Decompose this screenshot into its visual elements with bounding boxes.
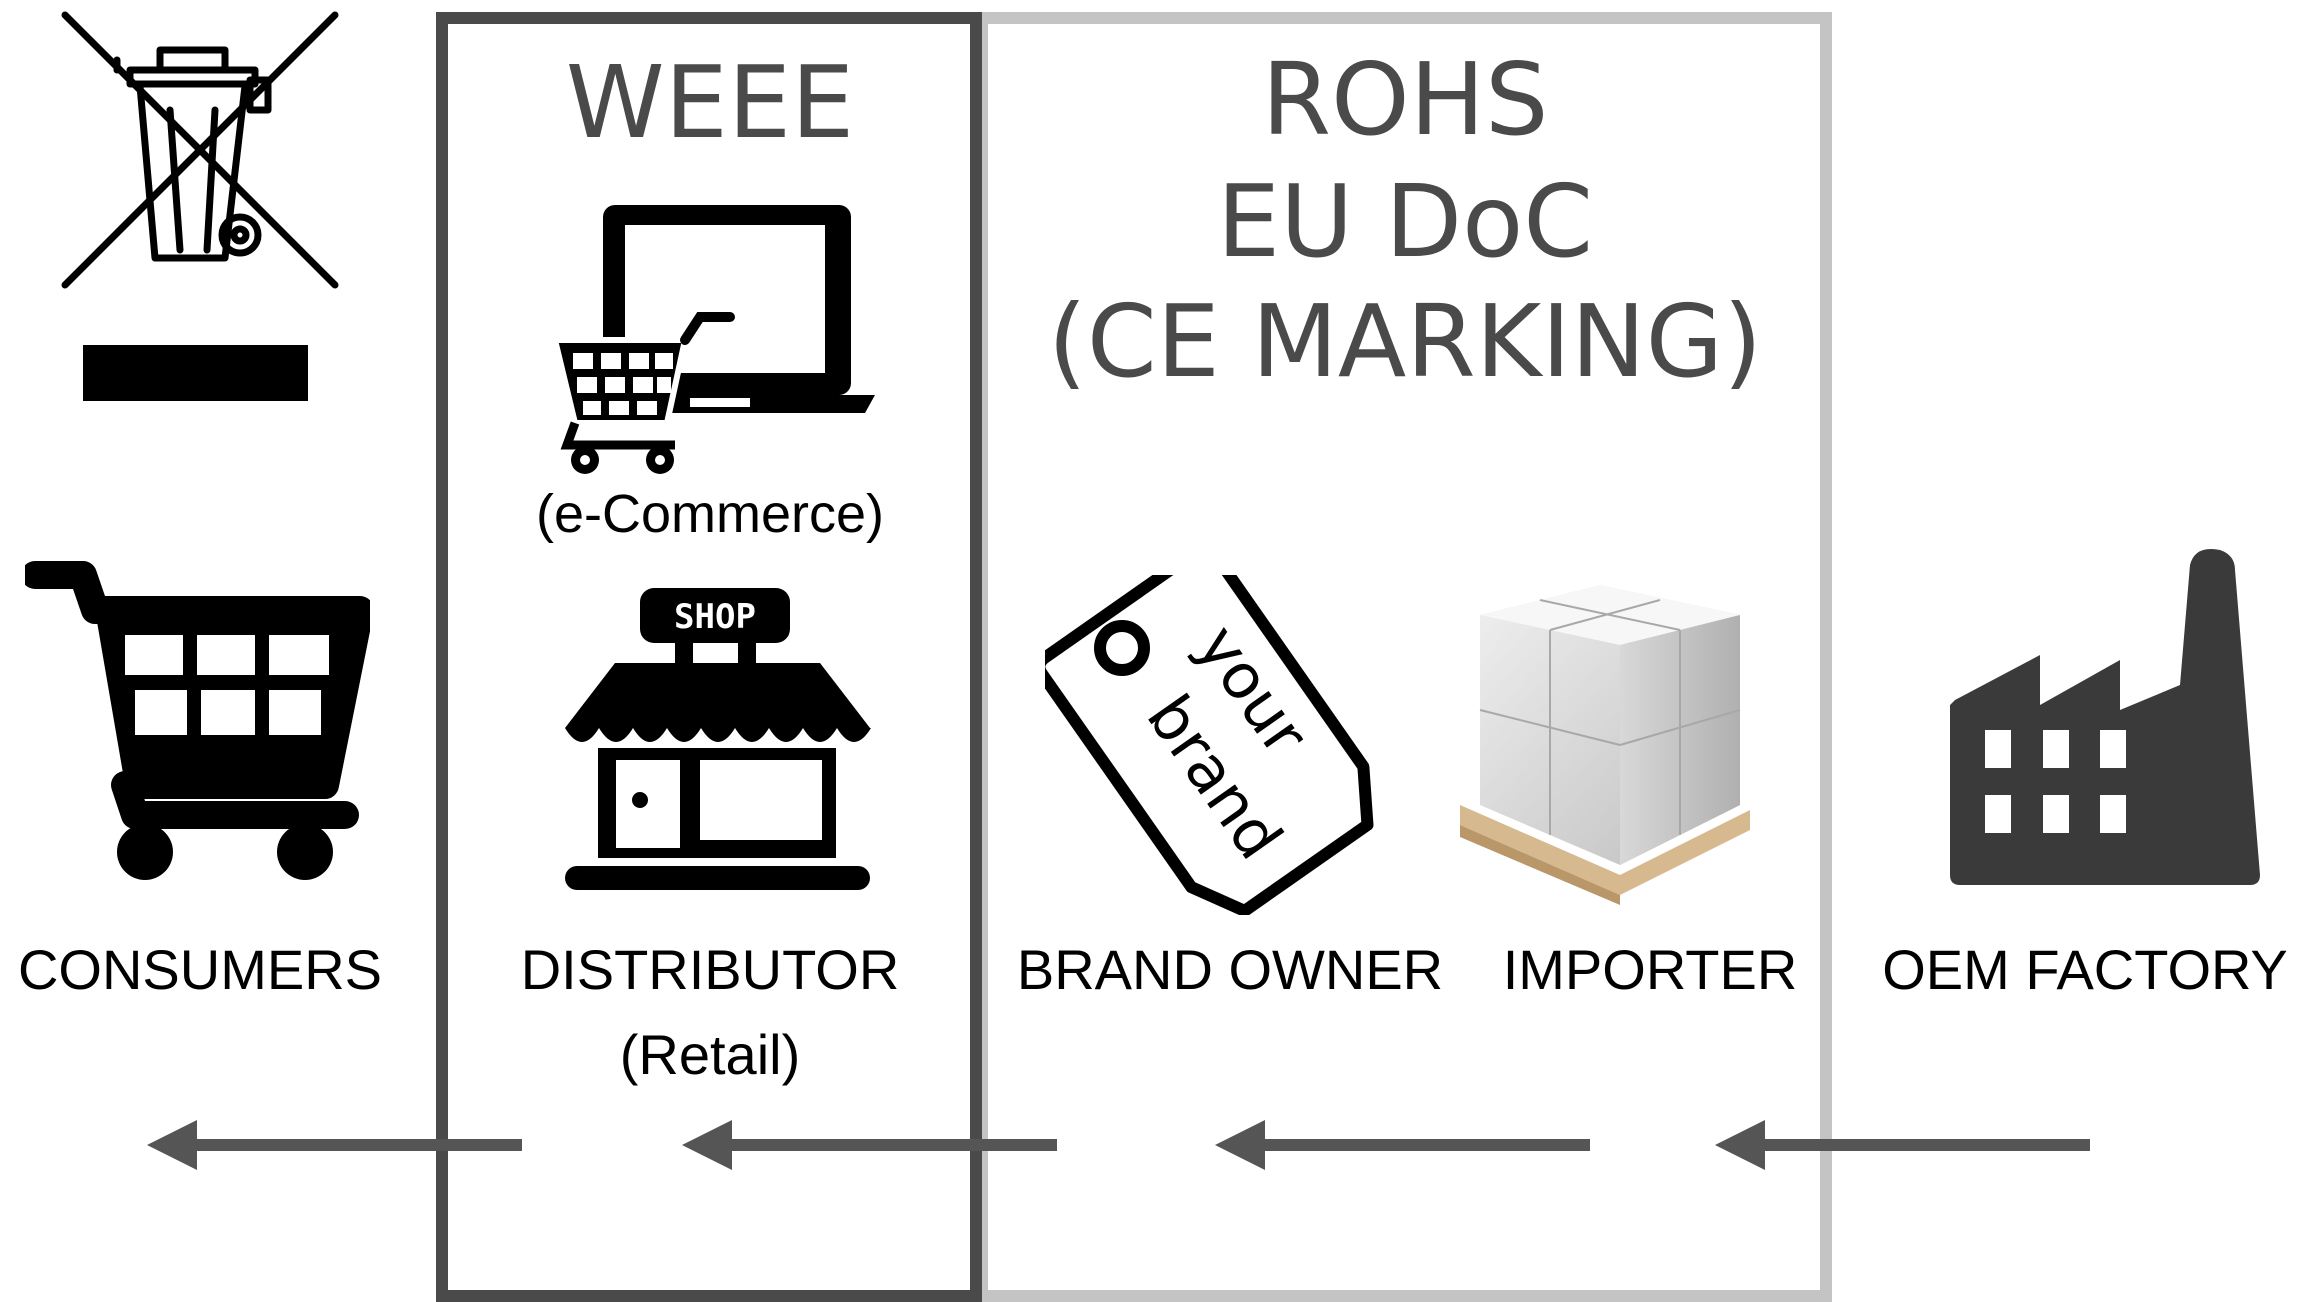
brand-tag-icon: your brand xyxy=(1045,575,1374,915)
arrow-brand-owner-to-distributor xyxy=(682,1120,1057,1170)
oem-factory-label: OEM FACTORY xyxy=(1882,938,2288,1001)
arrow-oem-to-importer xyxy=(1715,1120,2090,1170)
weee-heading: WEEE xyxy=(565,44,855,161)
weee-region-box xyxy=(436,12,982,1302)
distributor-label: DISTRIBUTOR xyxy=(520,938,900,1001)
laptop-cart-icon xyxy=(551,205,875,474)
shop-sign-text: SHOP xyxy=(674,597,756,637)
importer-label: IMPORTER xyxy=(1502,938,1798,1001)
ce-marking-heading: (CE MARKING) xyxy=(1047,283,1763,400)
shop-storefront-icon: SHOP xyxy=(565,588,871,890)
ecommerce-label: (e-Commerce) xyxy=(535,484,885,544)
eu-doc-heading: EU DoC xyxy=(1216,163,1594,280)
factory-icon xyxy=(1950,549,2260,885)
rohs-region-box xyxy=(976,12,1832,1302)
rohs-heading: ROHS xyxy=(1261,41,1549,158)
brand-owner-label: BRAND OWNER xyxy=(1016,938,1444,1001)
shopping-cart-icon xyxy=(25,561,370,880)
boxes-on-pallet-icon xyxy=(1460,585,1750,905)
retail-label: (Retail) xyxy=(619,1023,801,1086)
crossed-out-wheelie-bin-icon xyxy=(61,11,339,401)
consumers-label: CONSUMERS xyxy=(17,938,383,1001)
arrow-distributor-to-consumers xyxy=(147,1120,522,1170)
arrow-importer-to-brand-owner xyxy=(1215,1120,1590,1170)
flow-arrows xyxy=(147,1120,2090,1170)
